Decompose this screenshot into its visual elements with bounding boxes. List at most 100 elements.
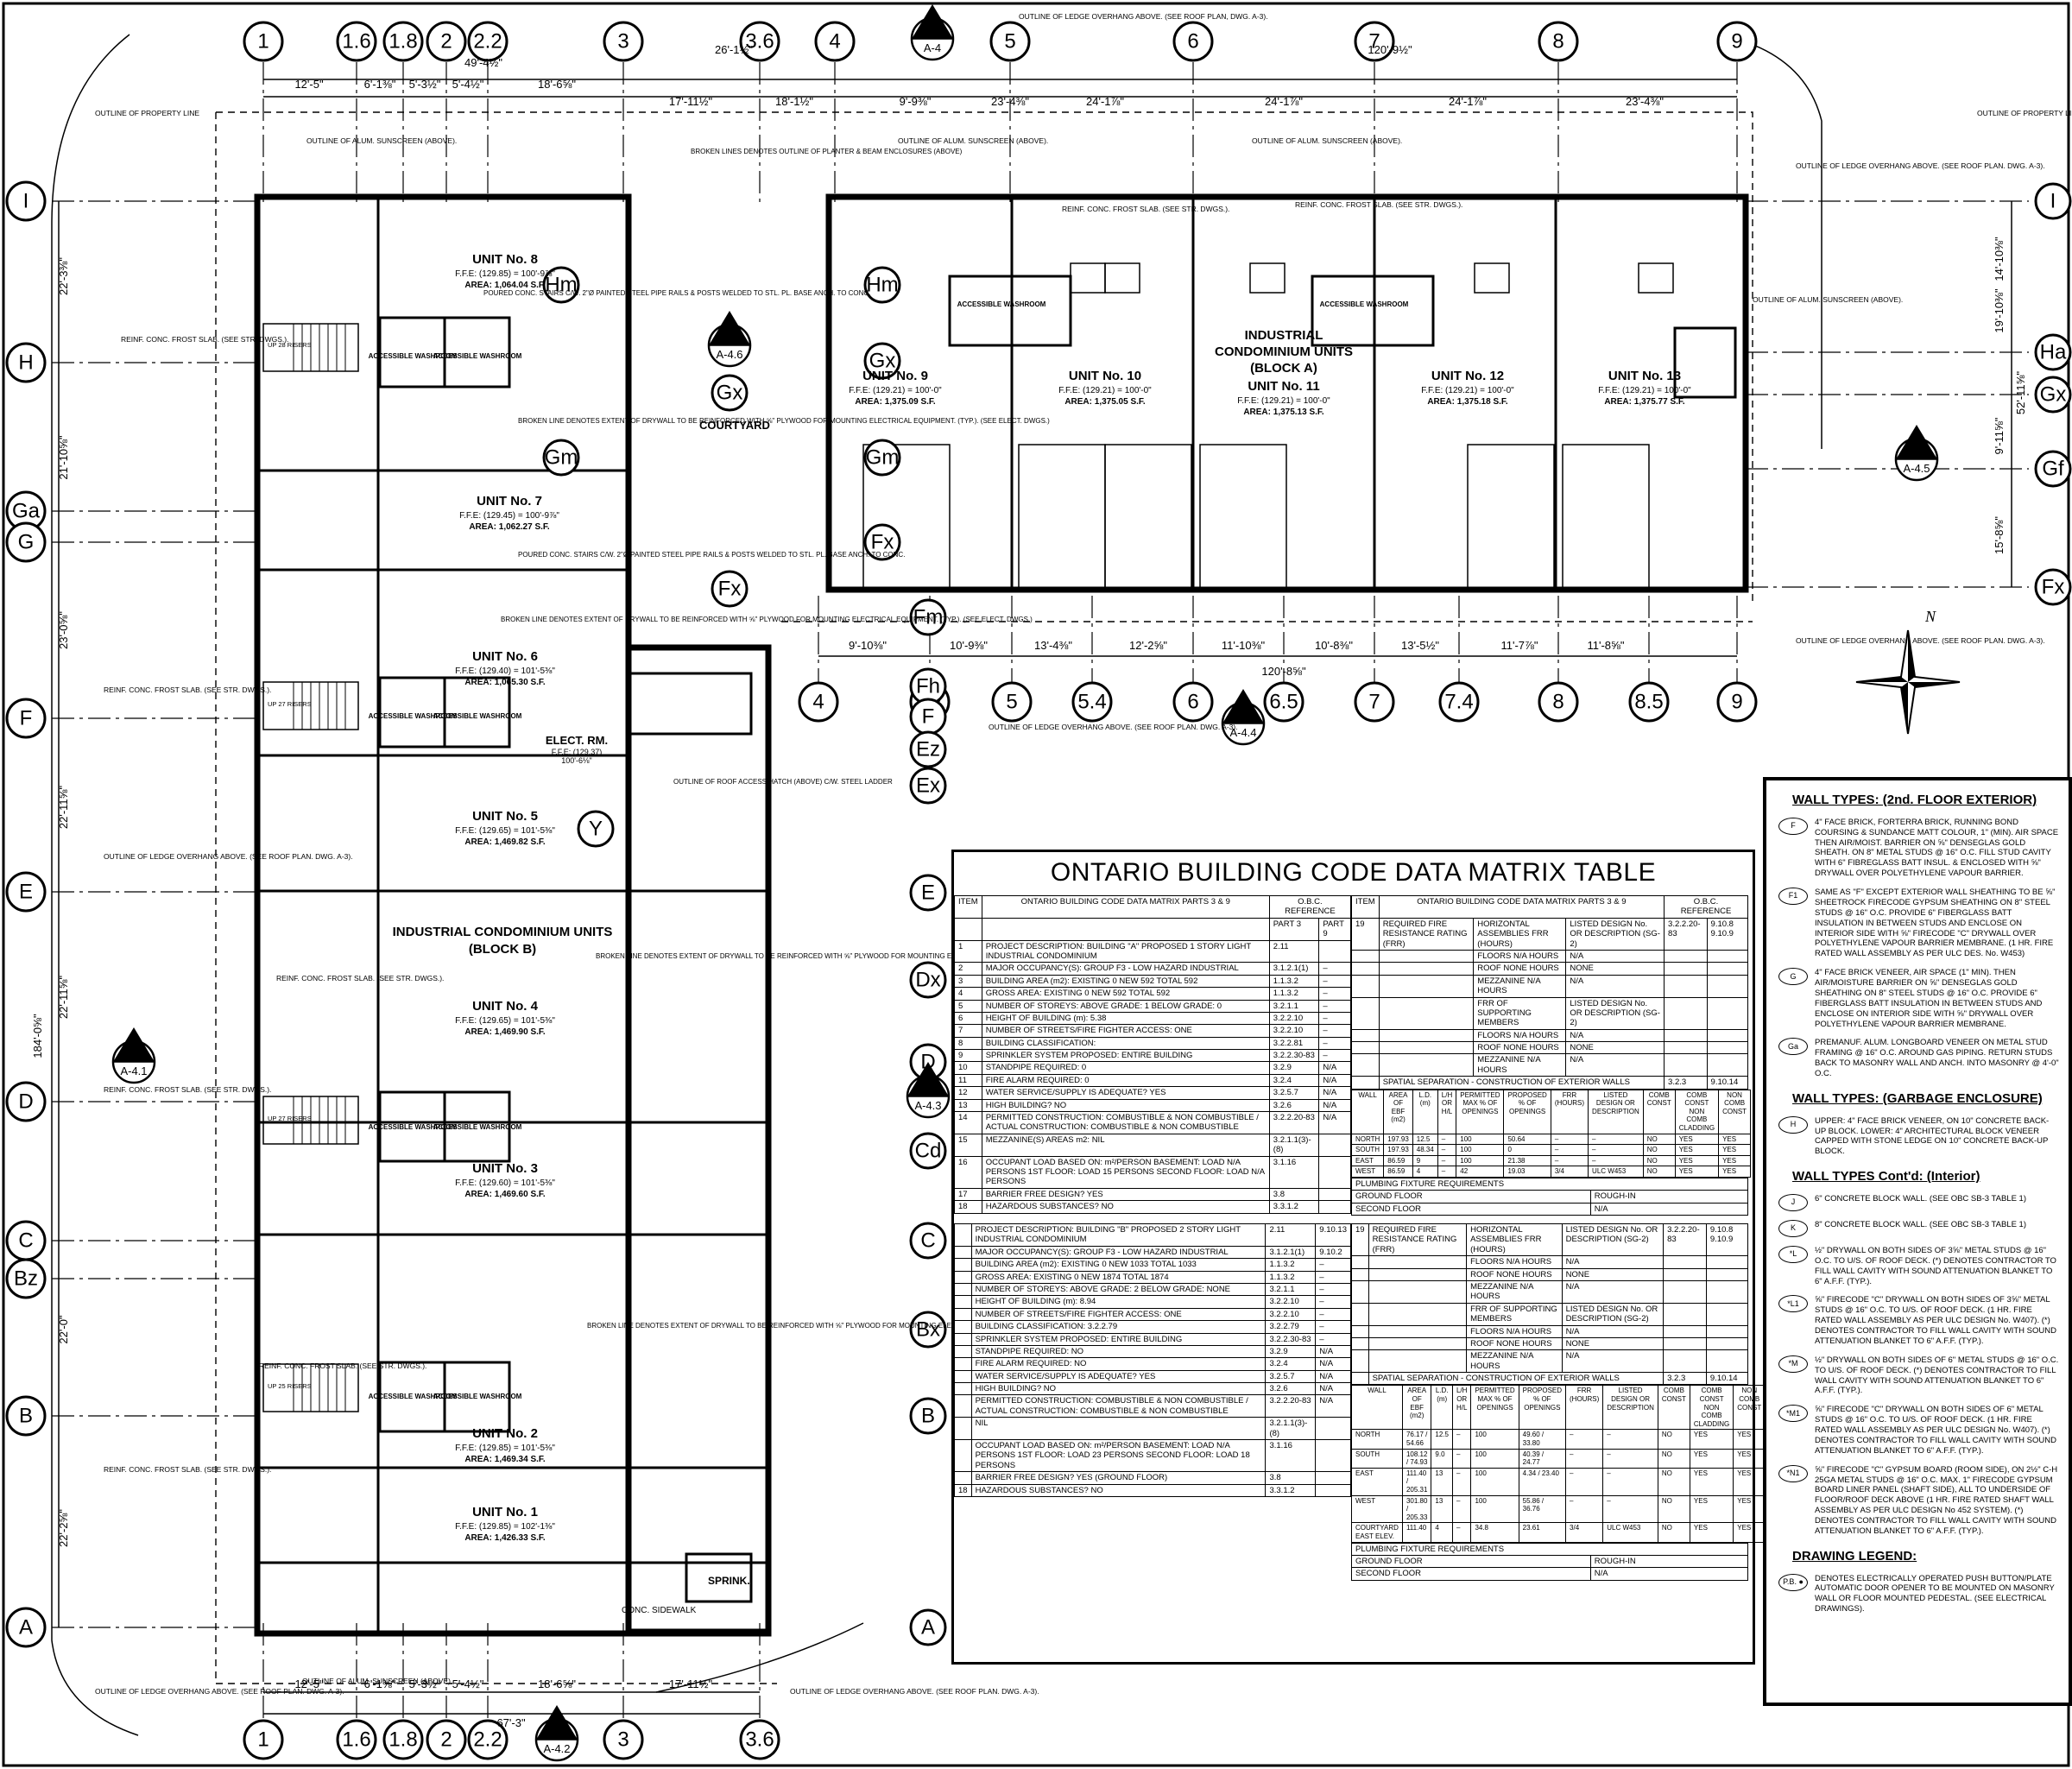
- section-number: 1: [1913, 443, 1919, 456]
- grid-bubble-label: Gx: [869, 350, 896, 373]
- dimension-text: 5'-3½": [409, 78, 441, 91]
- matrix-cell: N/A: [1318, 1086, 1351, 1100]
- matrix-cell: [1706, 949, 1749, 963]
- matrix-cell: –: [1602, 1429, 1658, 1450]
- sunscreen-note-3: OUTLINE OF ALUM. SUNSCREEN (ABOVE).: [1252, 136, 1402, 145]
- matrix-cell: GROUND FLOOR: [1351, 1190, 1591, 1204]
- unit-ffe: F.F.E: (129.85) = 100'-9⅞": [455, 269, 555, 279]
- accessible-washroom-label: ACCESSIBLE WASHROOM: [369, 352, 458, 360]
- matrix-cell: 9.10.8 9.10.9: [1706, 917, 1749, 951]
- dimension-text: 18'-6⅝": [538, 78, 576, 91]
- grid-bubble: Gx: [2034, 376, 2072, 414]
- matrix-cell: [1378, 974, 1475, 998]
- ledge-note: OUTLINE OF LEDGE OVERHANG ABOVE. (SEE RO…: [104, 852, 353, 861]
- grid-bubble-label: Fh: [916, 675, 940, 698]
- grid-bubble-label: 9: [1731, 30, 1742, 54]
- wall-type-description: 4" FACE BRICK, FORTERRA BRICK, RUNNING B…: [1815, 817, 2059, 879]
- block-a-walls: [825, 193, 1749, 593]
- wall-type-tag: K: [1778, 1219, 1808, 1237]
- unit-area: AREA: 1,375.09 S.F.: [855, 397, 936, 407]
- matrix-cell: 86.59: [1383, 1154, 1413, 1167]
- grid-bubble: C: [5, 1220, 47, 1261]
- dimension-text: 5'-3½": [409, 1677, 441, 1690]
- matrix-cell: 13: [1431, 1467, 1453, 1496]
- matrix-cell: REQUIRED FIRE RESISTANCE RATING (FRR): [1378, 917, 1475, 951]
- washrooms-block-a: [948, 275, 1737, 399]
- grid-bubble-label: 1.8: [388, 1728, 417, 1752]
- matrix-cell: 3.1.2.1(1): [1268, 962, 1320, 976]
- matrix-cell: [954, 1223, 972, 1247]
- grid-bubble: Fx: [2034, 568, 2072, 606]
- matrix-cell: 6: [954, 1011, 982, 1026]
- matrix-cell: LISTED DESIGN No. OR DESCRIPTION (SG-2): [1561, 1302, 1665, 1326]
- dimension-text: 5'-4½": [452, 78, 484, 91]
- grid-bubble-label: 4: [829, 30, 840, 54]
- matrix-cell: [1706, 996, 1749, 1030]
- grid-bubble-label: A: [921, 1616, 935, 1639]
- matrix-cell: 2.11: [1265, 1223, 1317, 1247]
- matrix-cell: FLOORS N/A HOURS: [1466, 1255, 1563, 1269]
- spatial-header-cell: PROPOSED % OF OPENINGS: [1503, 1089, 1551, 1134]
- matrix-cell: NO: [1657, 1448, 1690, 1469]
- matrix-row: OCCUPANT LOAD BASED ON: m²/PERSON BASEME…: [954, 1439, 1351, 1473]
- matrix-cell: YES: [1718, 1133, 1752, 1146]
- matrix-cell: YES: [1733, 1429, 1766, 1450]
- unit-label-block-a: UNIT No. 12F.F.E: (129.21) = 100'-0"AREA…: [1421, 369, 1514, 407]
- matrix-cell: –: [1318, 1024, 1351, 1038]
- matrix-cell: 3.1.16: [1268, 1155, 1320, 1189]
- matrix-cell: N/A: [1315, 1369, 1351, 1384]
- grid-bubble: Gm: [542, 439, 580, 477]
- dimension-text: 24'-1⅞": [1449, 95, 1487, 108]
- matrix-cell: ROOF NONE HOURS: [1473, 962, 1567, 976]
- sprinkler-room-label: SPRINK.: [708, 1575, 750, 1587]
- grid-bubble: 1.8: [382, 21, 424, 62]
- matrix-cell: NIL: [970, 1417, 1267, 1441]
- section-sheet: A-4.1: [120, 1065, 147, 1077]
- matrix-cell: 3.2.2.20-83: [1268, 1111, 1320, 1134]
- dimension-text: 13'-5½": [1401, 639, 1439, 652]
- matrix-cell: 111.40: [1401, 1522, 1432, 1543]
- wall-type-description: ½" DRYWALL ON BOTH SIDES OF 6" METAL STU…: [1815, 1355, 2059, 1396]
- unit-name: UNIT No. 7: [477, 494, 542, 509]
- grid-bubble-label: 1.6: [342, 1728, 370, 1752]
- matrix-row: PROJECT DESCRIPTION: BUILDING "B" PROPOS…: [954, 1223, 1351, 1247]
- spatial-ref-a: 3.2.3: [1664, 1076, 1708, 1090]
- section-mark: 1A-4.4: [1221, 689, 1266, 746]
- matrix-cell: [1663, 1267, 1707, 1281]
- matrix-cell: YES: [1733, 1448, 1766, 1469]
- matrix-cell: 100: [1456, 1133, 1505, 1146]
- matrix-cell: 100: [1456, 1154, 1505, 1167]
- grid-bubble-label: 9: [1731, 691, 1742, 714]
- grid-bubble-label: Fx: [2042, 576, 2065, 599]
- matrix-cell: [1705, 1349, 1749, 1374]
- dimension-text: 22'-11⅝": [57, 976, 70, 1020]
- spatial-header-cell: NON COMB CONST: [1733, 1385, 1766, 1431]
- matrix-cell: OCCUPANT LOAD BASED ON: m²/PERSON BASEME…: [970, 1439, 1267, 1473]
- matrix-cell: YES: [1689, 1448, 1734, 1469]
- matrix-cell: 3.2.1.1: [1268, 999, 1320, 1013]
- unit-label-block-b: UNIT No. 5F.F.E: (129.65) = 101'-5⅜"AREA…: [455, 809, 555, 847]
- ledge-note-2: OUTLINE OF LEDGE OVERHANG ABOVE. (SEE RO…: [1796, 161, 2045, 170]
- matrix-cell: HAZARDOUS SUBSTANCES? NO: [981, 1200, 1270, 1214]
- unit-ffe: F.F.E: (129.21) = 100'-0": [1237, 396, 1330, 406]
- wall-types-exterior-heading: WALL TYPES: (2nd. FLOOR EXTERIOR): [1792, 793, 2037, 807]
- grid-bubble-label: 3: [617, 1728, 629, 1752]
- matrix-cell: 5: [954, 999, 982, 1013]
- unit-label-block-a: UNIT No. 9F.F.E: (129.21) = 100'-0"AREA:…: [849, 369, 942, 407]
- matrix-cell: 3.2.6: [1268, 1098, 1320, 1113]
- matrix-cell: [1378, 1041, 1475, 1055]
- grid-bubble-label: I: [2050, 190, 2056, 213]
- matrix-cell: –: [1437, 1154, 1457, 1167]
- matrix-cell: 3.2.1.1: [1265, 1282, 1317, 1297]
- matrix-cell: [954, 1295, 972, 1309]
